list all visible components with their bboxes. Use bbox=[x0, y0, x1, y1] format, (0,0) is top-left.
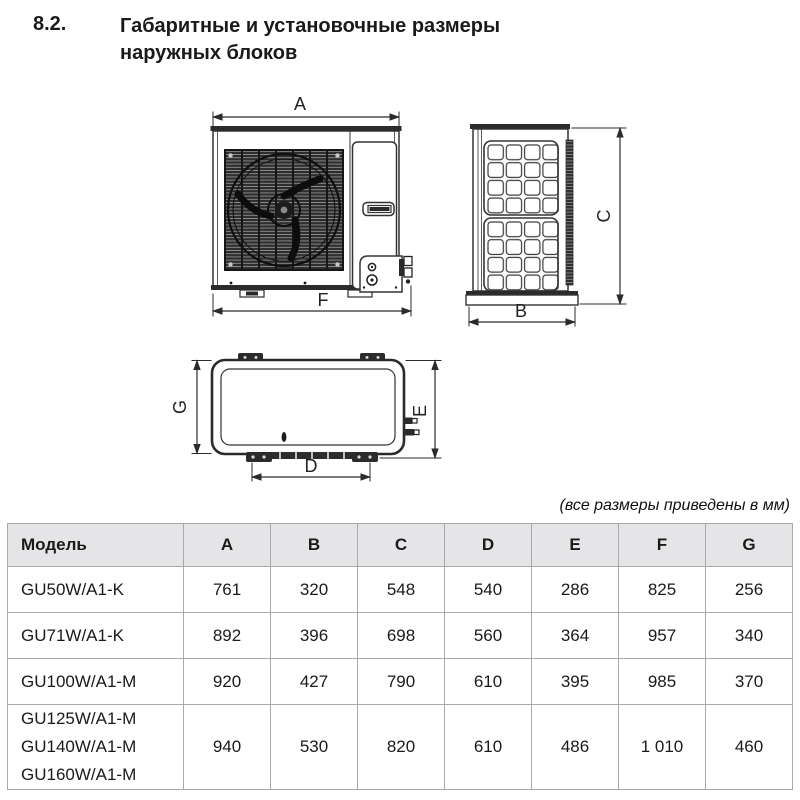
dimensional-drawing-svg: A bbox=[170, 94, 627, 482]
value-cell: 286 bbox=[531, 566, 619, 613]
dim-label-E: E bbox=[410, 405, 430, 417]
units-note: (все размеры приведены в мм) bbox=[559, 497, 790, 514]
fan-grille bbox=[224, 149, 344, 271]
value-cell: 364 bbox=[531, 612, 619, 659]
col-header-D: D bbox=[444, 523, 532, 567]
side-grille-panels bbox=[483, 140, 559, 292]
col-header-model: Модель bbox=[7, 523, 184, 567]
front-view: A bbox=[210, 94, 413, 317]
value-cell: 530 bbox=[270, 704, 358, 790]
table-row: GU100W/A1-M 920 427 790 610 395 985 370 bbox=[7, 658, 793, 705]
dim-label-D: D bbox=[305, 456, 318, 476]
value-cell: 698 bbox=[357, 612, 445, 659]
grille-screws bbox=[228, 153, 340, 267]
coil-fins bbox=[565, 139, 574, 286]
col-header-A: A bbox=[183, 523, 271, 567]
value-cell: 940 bbox=[183, 704, 271, 790]
dim-label-G: G bbox=[170, 400, 190, 414]
table-row: GU50W/A1-K 761 320 548 540 286 825 256 bbox=[7, 566, 793, 613]
value-cell: 560 bbox=[444, 612, 532, 659]
value-cell: 486 bbox=[531, 704, 619, 790]
dim-label-F: F bbox=[318, 290, 329, 310]
value-cell: 920 bbox=[183, 658, 271, 705]
dim-label-A: A bbox=[294, 94, 306, 114]
value-cell: 540 bbox=[444, 566, 532, 613]
page-title-line2: наружных блоков bbox=[120, 42, 298, 64]
value-cell: 610 bbox=[444, 658, 532, 705]
table-header-row: Модель A B C D E F G bbox=[7, 523, 793, 567]
value-cell: 985 bbox=[618, 658, 706, 705]
col-header-E: E bbox=[531, 523, 619, 567]
dim-label-C: C bbox=[594, 210, 614, 223]
page-title: Габаритные и установочные размеры наружн… bbox=[120, 13, 500, 67]
side-view: B C bbox=[465, 124, 627, 327]
col-header-C: C bbox=[357, 523, 445, 567]
top-view: G E D bbox=[170, 353, 442, 482]
value-cell: 825 bbox=[618, 566, 706, 613]
col-header-G: G bbox=[705, 523, 793, 567]
pipe-connectors bbox=[403, 417, 420, 436]
model-cell: GU125W/A1-M GU140W/A1-M GU160W/A1-M bbox=[7, 704, 184, 790]
value-cell: 256 bbox=[705, 566, 793, 613]
outdoor-unit-drawings: A bbox=[0, 80, 800, 500]
top-screw bbox=[281, 432, 287, 442]
value-cell: 957 bbox=[618, 612, 706, 659]
valve-box bbox=[359, 255, 413, 293]
model-cell: GU71W/A1-K bbox=[7, 612, 184, 659]
table-row: GU125W/A1-M GU140W/A1-M GU160W/A1-M 940 … bbox=[7, 704, 793, 790]
table-row: GU71W/A1-K 892 396 698 560 364 957 340 bbox=[7, 612, 793, 659]
col-header-F: F bbox=[618, 523, 706, 567]
value-cell: 370 bbox=[705, 658, 793, 705]
value-cell: 790 bbox=[357, 658, 445, 705]
value-cell: 427 bbox=[270, 658, 358, 705]
value-cell: 820 bbox=[357, 704, 445, 790]
value-cell: 320 bbox=[270, 566, 358, 613]
value-cell: 460 bbox=[705, 704, 793, 790]
model-cell: GU100W/A1-M bbox=[7, 658, 184, 705]
dimensions-table: Модель A B C D E F G GU50W/A1-K 761 320 … bbox=[7, 523, 793, 790]
page-title-line1: Габаритные и установочные размеры bbox=[120, 15, 501, 37]
col-header-B: B bbox=[270, 523, 358, 567]
value-cell: 548 bbox=[357, 566, 445, 613]
model-cell: GU50W/A1-K bbox=[7, 566, 184, 613]
value-cell: 610 bbox=[444, 704, 532, 790]
dim-label-B: B bbox=[515, 301, 527, 321]
section-number: 8.2. bbox=[33, 13, 67, 35]
value-cell: 395 bbox=[531, 658, 619, 705]
value-cell: 761 bbox=[183, 566, 271, 613]
value-cell: 340 bbox=[705, 612, 793, 659]
value-cell: 1 010 bbox=[618, 704, 706, 790]
value-cell: 892 bbox=[183, 612, 271, 659]
value-cell: 396 bbox=[270, 612, 358, 659]
